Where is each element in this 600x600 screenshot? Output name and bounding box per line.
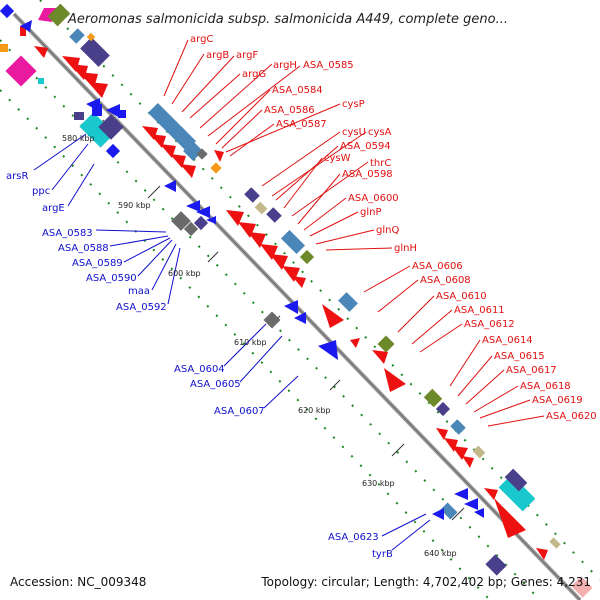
feature-blocks [0,3,593,598]
accession-label: Accession: NC_009348 [10,575,146,589]
genome-summary: Topology: circular; Length: 4,702,402 bp… [260,575,591,589]
gene-label[interactable]: ASA_0604 [174,364,225,375]
gene-label[interactable]: glnP [360,207,382,218]
gene-label[interactable]: argC [190,34,213,45]
gene-label[interactable]: ASA_0608 [420,275,471,286]
gene-label[interactable]: argE [42,203,65,214]
tick-label: 590 kbp [118,201,151,210]
gene-label[interactable]: ASA_0611 [454,305,505,316]
gene-label[interactable]: ASA_0617 [506,365,557,376]
gene-label[interactable]: thrC [370,158,391,169]
gene-label[interactable]: argG [242,69,266,80]
reverse-gene-labels: arsR ppc argE ASA_0583 ASA_0588 ASA_0589… [6,171,393,560]
gene-label[interactable]: ASA_0620 [546,411,597,422]
gene-label[interactable]: ASA_0600 [348,193,399,204]
gene-label[interactable]: ASA_0585 [303,60,354,71]
gene-label[interactable]: ASA_0589 [72,258,123,269]
tick-label: 620 kbp [298,406,331,415]
gene-label[interactable]: ASA_0588 [58,243,109,254]
gene-label[interactable]: ASA_0586 [264,105,315,116]
tick-label: 630 kbp [362,479,395,488]
gene-label[interactable]: ASA_0605 [190,379,241,390]
gene-label[interactable]: cysW [324,153,351,164]
forward-gene-labels: argC argB argF argG argH ASA_0585 ASA_05… [190,34,597,422]
gene-label[interactable]: cysU [342,127,366,138]
forward-genes [34,46,548,560]
gene-label[interactable]: ASA_0614 [482,335,533,346]
gene-label[interactable]: ASA_0623 [328,532,379,543]
gene-label[interactable]: ASA_0618 [520,381,571,392]
gene-label[interactable]: argH [273,60,297,71]
gene-label[interactable]: ASA_0594 [340,141,391,152]
gene-label[interactable]: maa [128,286,150,297]
reverse-leader-lines [33,133,431,551]
gene-label[interactable]: ASA_0612 [464,319,515,330]
gene-label[interactable]: ASA_0592 [116,302,167,313]
gene-label[interactable]: arsR [6,171,28,182]
reverse-genes [20,20,484,520]
tick-label: 580 kbp [62,134,95,143]
gene-label[interactable]: ASA_0583 [42,228,93,239]
tick-label: 640 kbp [424,549,457,558]
gene-label[interactable]: ppc [32,186,50,197]
gene-label[interactable]: cysA [368,127,392,138]
gene-label[interactable]: tyrB [372,549,393,560]
gene-label[interactable]: ASA_0607 [214,406,265,417]
gene-label[interactable]: ASA_0587 [276,119,327,130]
gene-label[interactable]: ASA_0606 [412,261,463,272]
gene-label[interactable]: glnH [394,243,417,254]
tick-label: 610 kbp [234,338,267,347]
gene-label[interactable]: glnQ [376,225,399,236]
map-title: Aeromonas salmonicida subsp. salmonicida… [67,12,508,27]
gene-label[interactable]: ASA_0619 [532,395,583,406]
gene-label[interactable]: cysP [342,99,365,110]
forward-leader-lines [163,39,545,427]
gene-label[interactable]: ASA_0584 [272,85,323,96]
tick-label: 600 kbp [168,269,201,278]
tick-labels: 580 kbp 590 kbp 600 kbp 610 kbp 620 kbp … [62,134,457,558]
gene-label[interactable]: ASA_0615 [494,351,545,362]
gene-label[interactable]: argF [236,50,258,61]
gene-label[interactable]: argB [206,50,229,61]
gene-label[interactable]: ASA_0610 [436,291,487,302]
gene-label[interactable]: ASA_0598 [342,169,393,180]
gene-label[interactable]: ASA_0590 [86,273,137,284]
